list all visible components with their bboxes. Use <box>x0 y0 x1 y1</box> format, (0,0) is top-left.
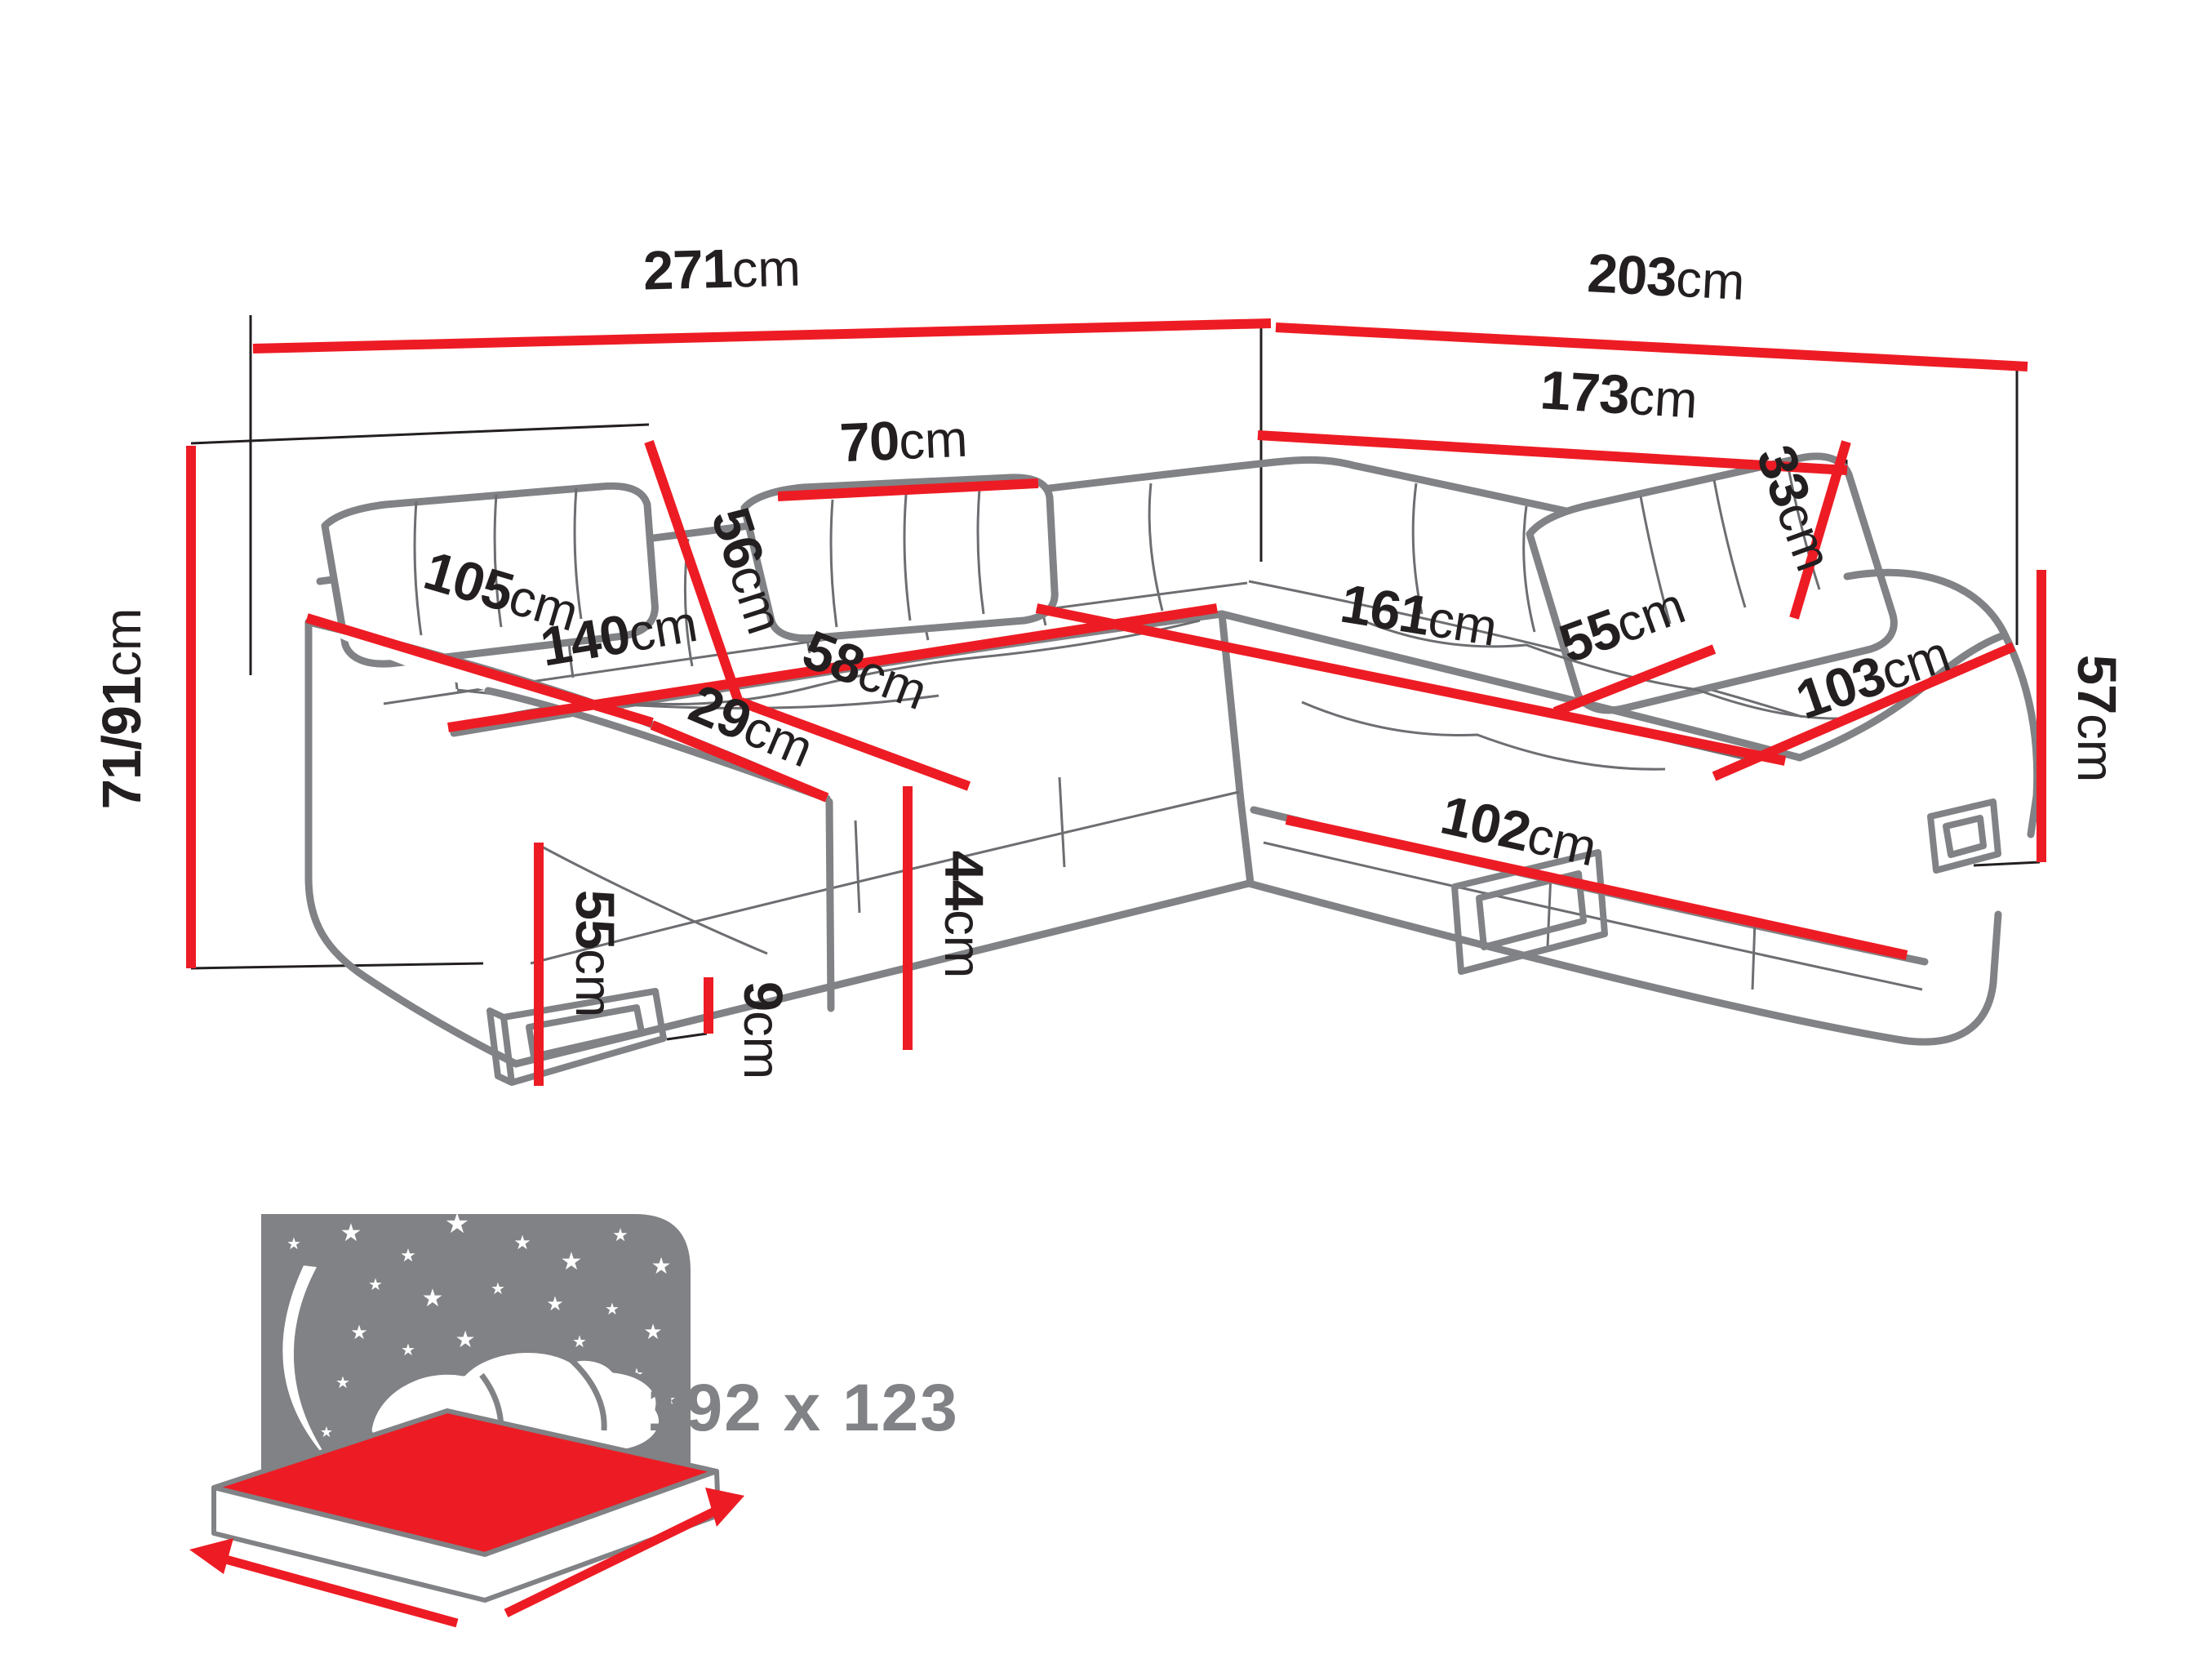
seam <box>493 494 503 628</box>
star-icon: ★ <box>368 1276 383 1294</box>
seam <box>976 488 985 615</box>
armrest-front-right-edge <box>825 798 835 1012</box>
dim-line-depth-right-total <box>1275 322 2028 371</box>
dim-label-seat-width-main: 140cm <box>536 592 702 678</box>
star-icon: ★ <box>350 1322 368 1344</box>
dim-line-depth-right-inner <box>1257 430 1848 475</box>
dim-label-seat-height: 44cm <box>933 851 994 979</box>
front-face-seam-left <box>530 790 1240 965</box>
star-icon: ★ <box>612 1225 629 1245</box>
seam <box>1639 496 1672 625</box>
dim-label-armrest-front-height: 55cm <box>564 890 625 1018</box>
dim-label-right-front-length: 102cm <box>1436 785 1602 878</box>
headrest-pillow-left <box>321 482 659 668</box>
seam <box>1522 505 1536 633</box>
dim-line-chaise-seat-width <box>1552 644 1717 717</box>
seam <box>903 494 912 621</box>
seam <box>573 487 583 620</box>
star-icon: ★ <box>340 1220 362 1247</box>
dim-line-seat-depth <box>739 697 971 791</box>
star-icon: ★ <box>401 1341 415 1359</box>
star-icon: ★ <box>561 1248 583 1275</box>
dim-line-backrest-height <box>644 440 744 706</box>
dim-line-right-section-depth <box>1712 642 2016 781</box>
sleep-function-icon: ★★★★★★★★★★★★★★★★★★★★★★★★★★ 192 x 123 <box>189 1208 959 1628</box>
seat-back-seam-right <box>1248 580 1803 718</box>
star-icon: ★ <box>445 1208 469 1239</box>
dim-label-width-total: 271cm <box>642 236 802 301</box>
armrest-front-seam <box>538 843 768 955</box>
leg-back-right-inner <box>1943 815 1987 858</box>
leg-front-left-inner <box>526 1004 645 1060</box>
star-icon: ★ <box>572 1333 587 1351</box>
star-icon: ★ <box>320 1424 333 1440</box>
star-icon: ★ <box>605 1301 620 1319</box>
seam <box>1786 463 1821 590</box>
star-icon: ★ <box>455 1327 475 1352</box>
star-icon: ★ <box>400 1245 416 1265</box>
leg-back-right-outer <box>1927 798 2001 874</box>
seam <box>829 499 838 628</box>
base-bottom-right <box>1245 879 2002 1046</box>
star-icon: ★ <box>643 1319 662 1344</box>
seam <box>854 820 861 914</box>
front-face-seam-right <box>1263 841 1923 991</box>
seam <box>1751 920 1757 990</box>
dim-line-seat-width-main <box>447 603 1218 732</box>
dim-label-headrest-cushion: 70cm <box>838 407 969 474</box>
moon-crescent-icon <box>282 1265 333 1466</box>
dim-label-depth-right-total: 203cm <box>1586 242 1746 312</box>
dim-line-chaise-length <box>1035 603 1787 766</box>
leg-front-right-inner <box>1476 870 1587 950</box>
dim-line-right-front-length <box>1285 815 1908 960</box>
armrest-left-silhouette <box>304 618 520 1068</box>
dim-label-depth-right-inner: 173cm <box>1539 359 1699 430</box>
bed-size-label: 192 x 123 <box>646 1371 959 1445</box>
seat-quilt <box>1301 701 1666 771</box>
dim-line-headrest-cushion <box>777 478 1039 501</box>
helper-wall-left-top <box>190 423 650 445</box>
seam <box>413 500 423 636</box>
helper-floor-right <box>1973 861 2041 867</box>
pillow-fold <box>569 1358 607 1431</box>
helper-floor-left <box>190 962 484 970</box>
star-icon: ★ <box>286 1235 301 1253</box>
star-icon: ★ <box>335 1374 350 1392</box>
dim-line-width-total <box>252 318 1272 354</box>
seam <box>1411 483 1424 615</box>
arrowheads <box>189 1488 744 1574</box>
leg-front-left-side <box>486 1007 513 1086</box>
seam <box>1546 873 1552 948</box>
size-arrows <box>212 1503 726 1628</box>
dim-label-chaise-length: 161cm <box>1336 573 1501 658</box>
star-icon: ★ <box>491 1280 505 1298</box>
leg-front-left-outer <box>500 988 667 1086</box>
right-armrest-outer <box>1843 568 2041 838</box>
armrest-top-face <box>309 622 827 798</box>
helper-floor-leg <box>666 1032 708 1041</box>
dim-line-headrest-right <box>1789 440 1851 620</box>
dim-line-armrest-width <box>650 720 829 803</box>
seam <box>1058 776 1066 868</box>
seat-front-edge-chaise <box>1218 610 1804 762</box>
dim-label-height-total-range: 71/91cm <box>91 608 153 810</box>
leg-front-right-outer <box>1451 849 1608 975</box>
dimension-lines <box>186 318 2046 1086</box>
star-icon: ★ <box>513 1232 531 1254</box>
dim-label-armrest-top-height: 57cm <box>2066 655 2127 783</box>
seam <box>1712 479 1747 608</box>
corner-front-edge <box>1218 610 1255 887</box>
star-icon: ★ <box>651 1253 671 1279</box>
dim-label-leg-height: 9cm <box>732 981 793 1079</box>
star-icon: ★ <box>546 1293 564 1315</box>
seat-quilt <box>1354 616 1846 720</box>
star-icon: ★ <box>422 1285 444 1312</box>
star-icon: ★ <box>663 1391 676 1408</box>
seam <box>1148 483 1164 612</box>
